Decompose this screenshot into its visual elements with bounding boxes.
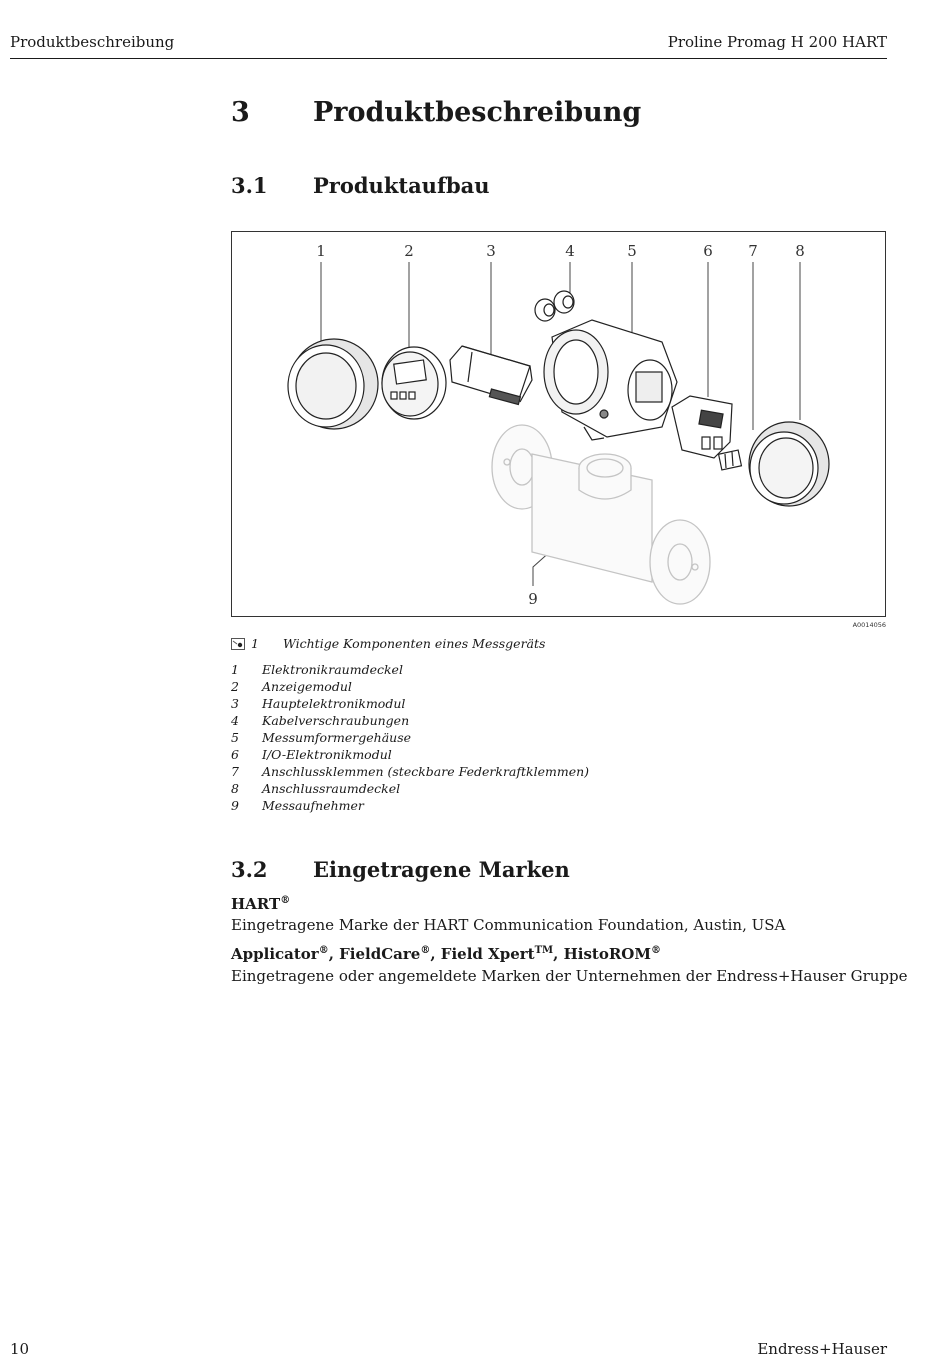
chapter-number: 3 xyxy=(231,97,250,128)
callout-4: 4 xyxy=(565,242,575,260)
figure-caption: 1 Wichtige Komponenten eines Messgeräts xyxy=(231,636,545,651)
running-header-left: Produktbeschreibung xyxy=(10,33,175,51)
trademark-heading-eh: Applicator®, FieldCare®, Field XpertTM, … xyxy=(231,945,661,963)
figure-caption-text: Wichtige Komponenten eines Messgeräts xyxy=(283,636,546,651)
component-io-module xyxy=(671,395,733,459)
component-transmitter-housing xyxy=(543,319,678,441)
figure-number: 1 xyxy=(251,636,259,651)
component-terminal-cover xyxy=(748,421,830,507)
section-title-3-1: Produktaufbau xyxy=(313,173,490,198)
trademark-text-eh: Eingetragene oder angemeldete Marken der… xyxy=(231,967,908,985)
sensor-drawing xyxy=(491,424,711,605)
callout-9: 9 xyxy=(528,590,538,608)
component-main-electronics xyxy=(449,345,533,406)
callout-8: 8 xyxy=(795,242,805,260)
callout-5: 5 xyxy=(627,242,637,260)
trademark-heading-hart: HART® xyxy=(231,895,291,913)
section-number-3-2: 3.2 xyxy=(231,857,268,882)
exploded-view-figure: 1 2 3 4 5 6 7 8 9 xyxy=(231,231,886,617)
figure-id: A0014056 xyxy=(852,621,886,629)
component-electronics-cover xyxy=(287,338,379,430)
trademark-text-hart: Eingetragene Marke der HART Communicatio… xyxy=(231,916,786,934)
section-title-3-2: Eingetragene Marken xyxy=(313,857,570,882)
callout-1: 1 xyxy=(316,242,326,260)
chapter-title: Produktbeschreibung xyxy=(313,97,642,128)
exploded-view-drawing: 1 2 3 4 5 6 7 8 9 xyxy=(287,242,830,608)
header-rule xyxy=(10,58,887,59)
section-number-3-1: 3.1 xyxy=(231,173,268,198)
footer-brand: Endress+Hauser xyxy=(757,1340,887,1358)
page-number: 10 xyxy=(10,1340,30,1358)
component-terminals xyxy=(717,449,743,471)
callout-7: 7 xyxy=(748,242,758,260)
running-header-right: Proline Promag H 200 HART xyxy=(667,33,887,51)
component-cable-glands xyxy=(534,290,575,322)
component-display-module xyxy=(381,346,447,420)
callout-2: 2 xyxy=(404,242,414,260)
figure-icon xyxy=(231,637,245,650)
callout-6: 6 xyxy=(703,242,713,260)
callout-3: 3 xyxy=(486,242,496,260)
